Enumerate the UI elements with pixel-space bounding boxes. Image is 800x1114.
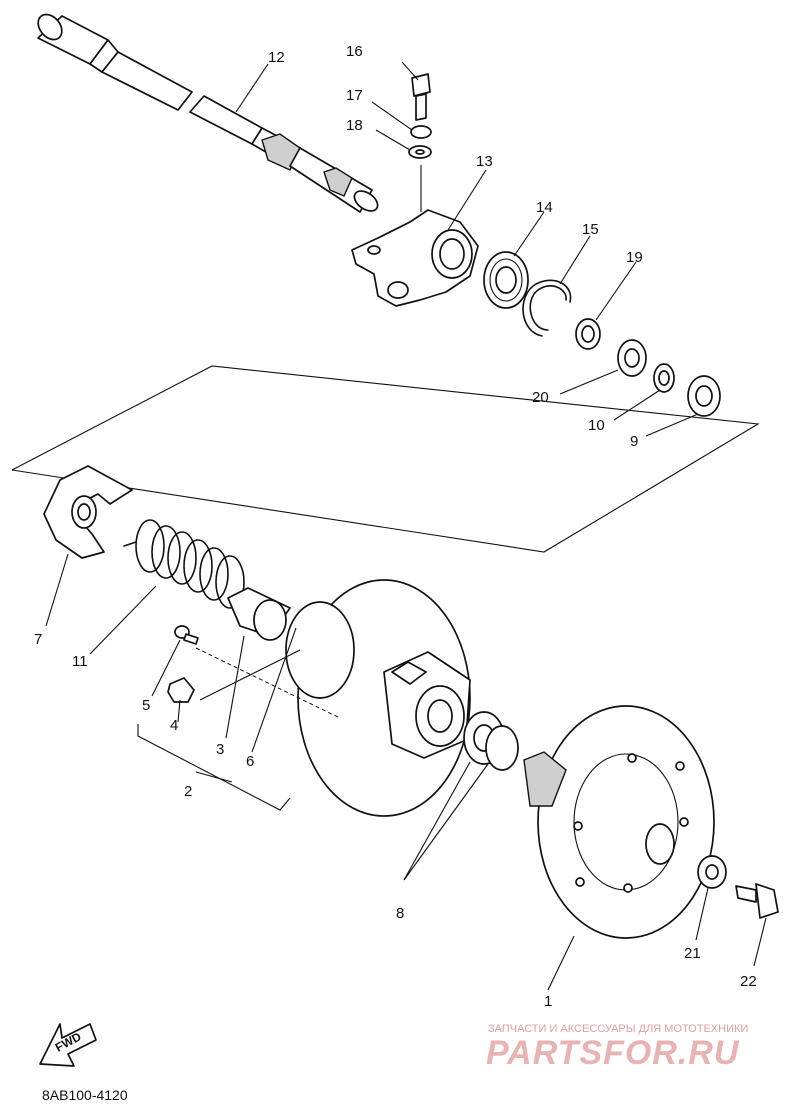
part-9-washer xyxy=(687,375,721,417)
callout-21: 21 xyxy=(684,945,701,962)
callout-8: 8 xyxy=(396,905,404,922)
part-10-clip xyxy=(653,363,675,393)
callout-14: 14 xyxy=(536,199,553,216)
callout-2: 2 xyxy=(184,783,192,800)
callout-13: 13 xyxy=(476,153,493,170)
fwd-arrow-icon: FWD xyxy=(39,1023,97,1067)
leader-lines xyxy=(45,61,767,991)
group-frame xyxy=(11,365,760,553)
callout-3: 3 xyxy=(216,741,224,758)
drawing-code: 8AB100-4120 xyxy=(42,1087,128,1103)
part-14-bearing xyxy=(483,251,529,309)
part-1-fixed-sheave xyxy=(523,705,715,939)
callout-15: 15 xyxy=(582,221,599,238)
callout-18: 18 xyxy=(346,117,363,134)
part-11-spring xyxy=(123,519,245,609)
callout-1: 1 xyxy=(544,993,552,1010)
part-17-lock-washer xyxy=(410,125,432,139)
watermark-brand: PARTSFOR.RU xyxy=(486,1034,740,1072)
part-18-washer xyxy=(408,145,432,159)
callout-16: 16 xyxy=(346,43,363,60)
part-8-bushing xyxy=(463,711,519,771)
watermark-tagline: ЗАПЧАСТИ И АКСЕССУАРЫ ДЛЯ МОТОТЕХНИКИ xyxy=(488,1023,748,1035)
part-5-screw xyxy=(174,625,199,645)
part-21-washer xyxy=(697,855,727,889)
part-19-clip xyxy=(575,318,601,350)
callout-6: 6 xyxy=(246,753,254,770)
part-16-bolt xyxy=(411,73,431,121)
callout-20: 20 xyxy=(532,389,549,406)
part-3-collar xyxy=(227,587,291,641)
part-7-cam xyxy=(43,465,133,559)
callout-19: 19 xyxy=(626,249,643,266)
callout-9: 9 xyxy=(630,433,638,450)
callout-5: 5 xyxy=(142,697,150,714)
callout-11: 11 xyxy=(72,653,88,670)
part-20-washer xyxy=(617,339,647,377)
callout-17: 17 xyxy=(346,87,363,104)
callout-7: 7 xyxy=(34,631,42,648)
callout-10: 10 xyxy=(588,417,605,434)
part-13-bracket xyxy=(351,209,479,307)
part-22-bolt xyxy=(735,883,779,919)
watermark-logo: ЗАПЧАСТИ И АКСЕССУАРЫ ДЛЯ МОТОТЕХНИКИ PA… xyxy=(486,1023,748,1072)
part-12-shaft xyxy=(37,13,379,213)
part-15-circlip xyxy=(522,279,572,337)
callout-labels: 1 2 3 4 5 6 7 8 9 10 11 12 13 14 15 16 1… xyxy=(34,43,757,1010)
part-6-moveable-sheave xyxy=(285,579,471,817)
callout-12: 12 xyxy=(268,49,285,66)
callout-22: 22 xyxy=(740,973,757,990)
callout-4: 4 xyxy=(170,717,178,734)
part-4-nut xyxy=(167,677,195,703)
